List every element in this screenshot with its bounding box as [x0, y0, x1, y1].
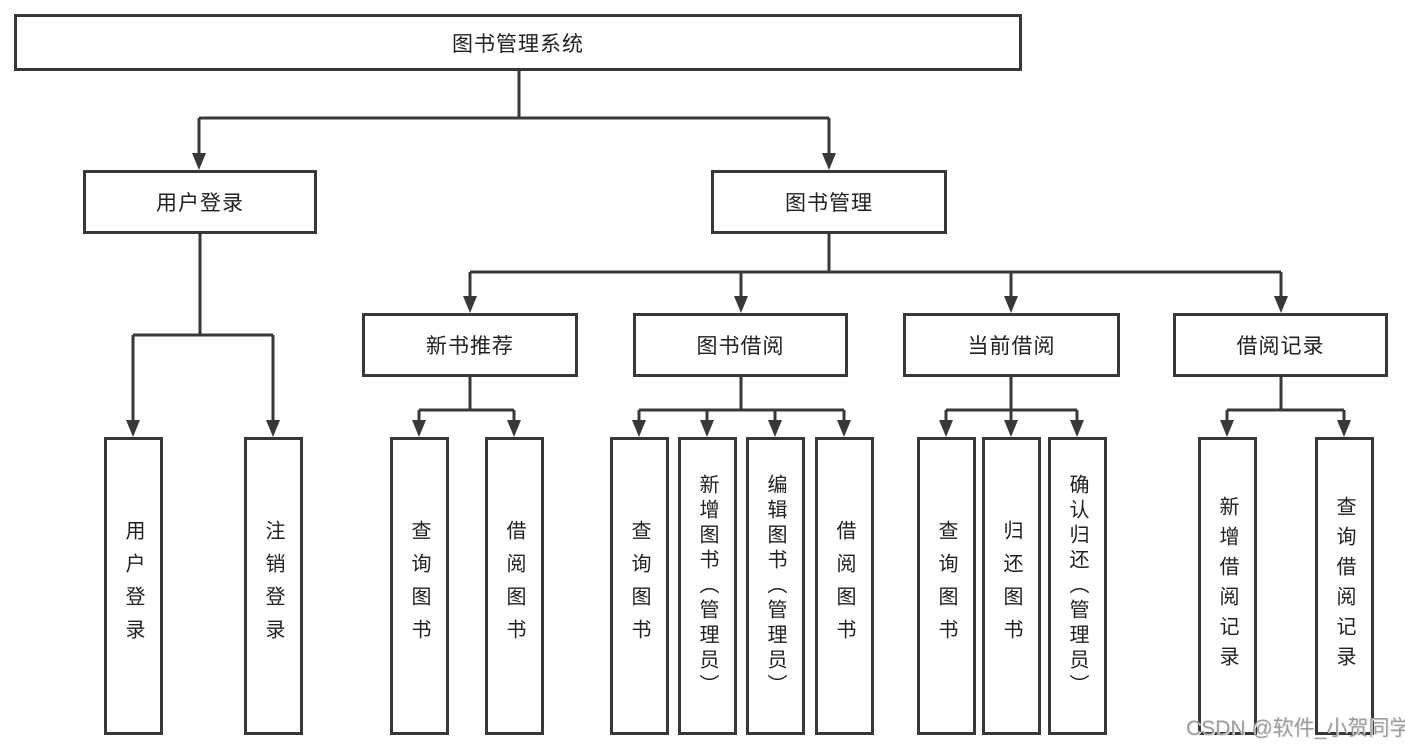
- leaf-add-book-admin: 新增图书（管理员）: [678, 437, 737, 735]
- leaf-edit-book-admin-label: 编辑图书（管理员）: [764, 473, 786, 699]
- leaf-logout-label: 注销登录: [262, 520, 284, 652]
- node-book-borrow: 图书借阅: [633, 313, 848, 377]
- leaf-user-login-label: 用户登录: [122, 520, 144, 652]
- leaf-user-login: 用户登录: [104, 437, 163, 735]
- leaf-confirm-return-admin-label: 确认归还（管理员）: [1066, 473, 1088, 699]
- leaf-query-books-3-label: 查询图书: [935, 520, 957, 652]
- leaf-edit-book-admin: 编辑图书（管理员）: [746, 437, 805, 735]
- leaf-add-borrow-record: 新增借阅记录: [1198, 437, 1257, 735]
- node-new-book-recommend-label: 新书推荐: [426, 335, 514, 358]
- leaf-borrow-books-2: 借阅图书: [815, 437, 874, 735]
- node-book-borrow-label: 图书借阅: [696, 335, 785, 358]
- node-new-book-recommend: 新书推荐: [362, 313, 578, 377]
- node-root: 图书管理系统: [14, 14, 1022, 71]
- leaf-query-books-1: 查询图书: [390, 437, 449, 735]
- node-book-management: 图书管理: [711, 170, 947, 234]
- leaf-query-borrow-record-label: 查询借阅记录: [1333, 496, 1355, 676]
- node-current-borrow-label: 当前借阅: [967, 335, 1056, 358]
- node-user-login-label: 用户登录: [156, 192, 244, 215]
- node-current-borrow: 当前借阅: [903, 313, 1120, 377]
- leaf-query-books-2-label: 查询图书: [628, 520, 650, 652]
- leaf-return-book-label: 归还图书: [1000, 520, 1022, 652]
- leaf-query-books-2: 查询图书: [610, 437, 669, 735]
- leaf-confirm-return-admin: 确认归还（管理员）: [1048, 437, 1107, 735]
- leaf-query-borrow-record: 查询借阅记录: [1315, 437, 1374, 735]
- node-user-login: 用户登录: [83, 170, 317, 234]
- leaf-logout: 注销登录: [244, 437, 303, 735]
- leaf-borrow-books-1-label: 借阅图书: [503, 520, 525, 652]
- node-borrow-records-label: 借阅记录: [1236, 335, 1325, 358]
- csdn-watermark: CSDN @软件_小贺同学: [1186, 717, 1405, 740]
- node-root-label: 图书管理系统: [452, 32, 584, 56]
- node-book-management-label: 图书管理: [785, 192, 873, 215]
- leaf-add-book-admin-label: 新增图书（管理员）: [696, 473, 718, 699]
- leaf-query-books-3: 查询图书: [917, 437, 976, 735]
- leaf-borrow-books-2-label: 借阅图书: [833, 520, 855, 652]
- node-borrow-records: 借阅记录: [1173, 313, 1388, 377]
- leaf-borrow-books-1: 借阅图书: [485, 437, 544, 735]
- leaf-query-books-1-label: 查询图书: [408, 520, 430, 652]
- leaf-add-borrow-record-label: 新增借阅记录: [1216, 496, 1238, 676]
- leaf-return-book: 归还图书: [982, 437, 1041, 735]
